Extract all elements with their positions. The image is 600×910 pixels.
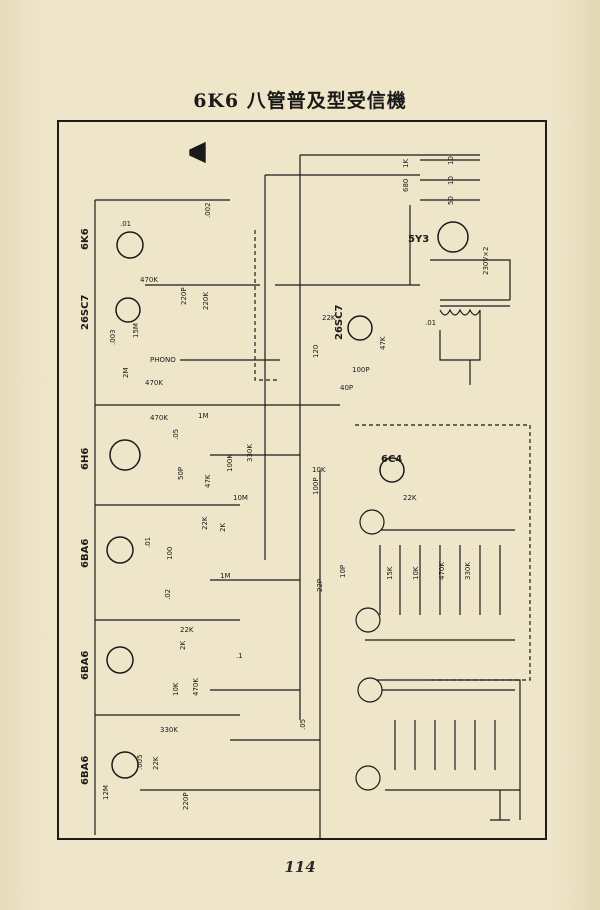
label-c05: .05 <box>172 429 180 440</box>
tube-label-6ba6-2: 6BA6 <box>80 651 91 680</box>
label-r22k3: 22K <box>180 626 194 634</box>
label-phono: PHONO <box>150 356 176 364</box>
page-title: 6K6 八管普及型受信機 <box>193 90 407 112</box>
label-r330k3: 330K <box>464 562 472 580</box>
bandswitch-wafer-3 <box>357 677 383 703</box>
tube-label-26sc7: 26SC7 <box>80 295 91 330</box>
label-c005: .005 <box>136 754 144 770</box>
label-r22k5: 22K <box>403 494 417 502</box>
label-r470k5: 470K <box>438 562 446 580</box>
label-c10a: 10 <box>447 156 455 165</box>
label-r22k-26sc7: 22K <box>322 314 336 322</box>
speaker-icon <box>189 141 206 164</box>
label-r15m: 15M <box>132 323 140 338</box>
label-c220p2: 220P <box>182 792 190 810</box>
label-r10k3: 10K <box>412 566 420 580</box>
coil-wiring <box>394 720 496 770</box>
label-c50: 50 <box>447 196 455 205</box>
label-c10p: 10P <box>339 565 347 578</box>
label-r1: .1 <box>236 652 243 660</box>
schematic-frame <box>57 120 547 840</box>
label-c02: .02 <box>164 589 172 600</box>
page-number: 114 <box>284 858 316 876</box>
tube-6c4 <box>379 457 405 483</box>
tube-label-5y3: 5Y3 <box>408 234 429 245</box>
label-r22k: 22K <box>201 516 209 530</box>
tube-6k6 <box>116 231 144 259</box>
label-r1m2: 1M <box>220 572 231 580</box>
label-c10b: 10 <box>447 176 455 185</box>
label-r330k2: 330K <box>160 726 178 734</box>
label-c50p: 50P <box>177 467 185 480</box>
tube-5y3 <box>437 221 469 253</box>
label-r120: 120 <box>312 345 320 358</box>
label-r12m: 12M <box>102 785 110 800</box>
label-c002: .002 <box>204 202 212 218</box>
tube-26sc7 <box>115 297 141 323</box>
filter-caps <box>420 159 480 201</box>
label-r47k: 47K <box>204 474 212 488</box>
wire <box>430 259 511 300</box>
label-r220k: 220K <box>202 292 210 310</box>
label-c05b: .05 <box>299 719 307 730</box>
tube-26sc7-b <box>347 315 373 341</box>
label-c40p: 40P <box>340 384 353 392</box>
tube-label-6k6: 6K6 <box>80 228 91 250</box>
label-r1m: 1M <box>198 412 209 420</box>
label-r10k2: 10K <box>172 682 180 696</box>
bandswitch-wiring <box>365 639 521 820</box>
tube-6ba6-1 <box>106 536 134 564</box>
label-r100k: 100K <box>226 454 234 472</box>
bandswitch-wafer-1 <box>359 509 385 535</box>
bandswitch-wiring <box>365 529 515 615</box>
label-r10k: 10K <box>312 466 326 474</box>
label-r330k: 330K <box>246 444 254 462</box>
tube-label-6h6: 6H6 <box>80 448 91 470</box>
tube-label-26sc7-b: 26SC7 <box>334 305 345 340</box>
transformer-core <box>440 299 510 307</box>
label-r680: 680 <box>402 179 410 192</box>
label-c01b: .01 <box>425 319 436 327</box>
label-r2m: 2M <box>122 368 130 379</box>
tube-6ba6-3 <box>111 751 139 779</box>
label-r470k: 470K <box>140 276 158 284</box>
label-r22k4: 22K <box>152 756 160 770</box>
tube-6h6 <box>109 439 141 471</box>
bandswitch-wafer-2 <box>355 607 381 633</box>
label-r100: 100 <box>166 547 174 560</box>
label-r47k2: 47K <box>379 336 387 350</box>
antenna-ground <box>490 790 510 821</box>
label-c22p: 22P <box>316 579 324 592</box>
tube-label-6ba6-1: 6BA6 <box>80 539 91 568</box>
label-c01: .01 <box>120 220 131 228</box>
label-r470k4: 470K <box>192 678 200 696</box>
bandswitch-wafer-4 <box>355 765 381 791</box>
label-c100p2: 100P <box>352 366 370 374</box>
label-r10m: 10M <box>233 494 248 502</box>
tube-label-6ba6-3: 6BA6 <box>80 756 91 785</box>
tube-6ba6-2 <box>106 646 134 674</box>
label-c003: .003 <box>109 329 117 345</box>
label-c220p: 220P <box>180 287 188 305</box>
label-r2k: 2K <box>179 641 187 650</box>
label-r1k: 1K <box>402 159 410 168</box>
shield-outline <box>254 230 280 381</box>
label-r15k: 15K <box>386 566 394 580</box>
label-r2k2: 2K <box>219 523 227 532</box>
label-r470k2: 470K <box>145 379 163 387</box>
label-c100p: 100P <box>312 477 320 495</box>
label-r470k3: 470K <box>150 414 168 422</box>
transformer-coil <box>439 308 481 316</box>
tube-label-6c4: 6C4 <box>381 454 402 465</box>
label-230v: 230V×2 <box>482 247 490 275</box>
wire <box>439 310 481 361</box>
label-c01-b: .01 <box>144 537 152 548</box>
